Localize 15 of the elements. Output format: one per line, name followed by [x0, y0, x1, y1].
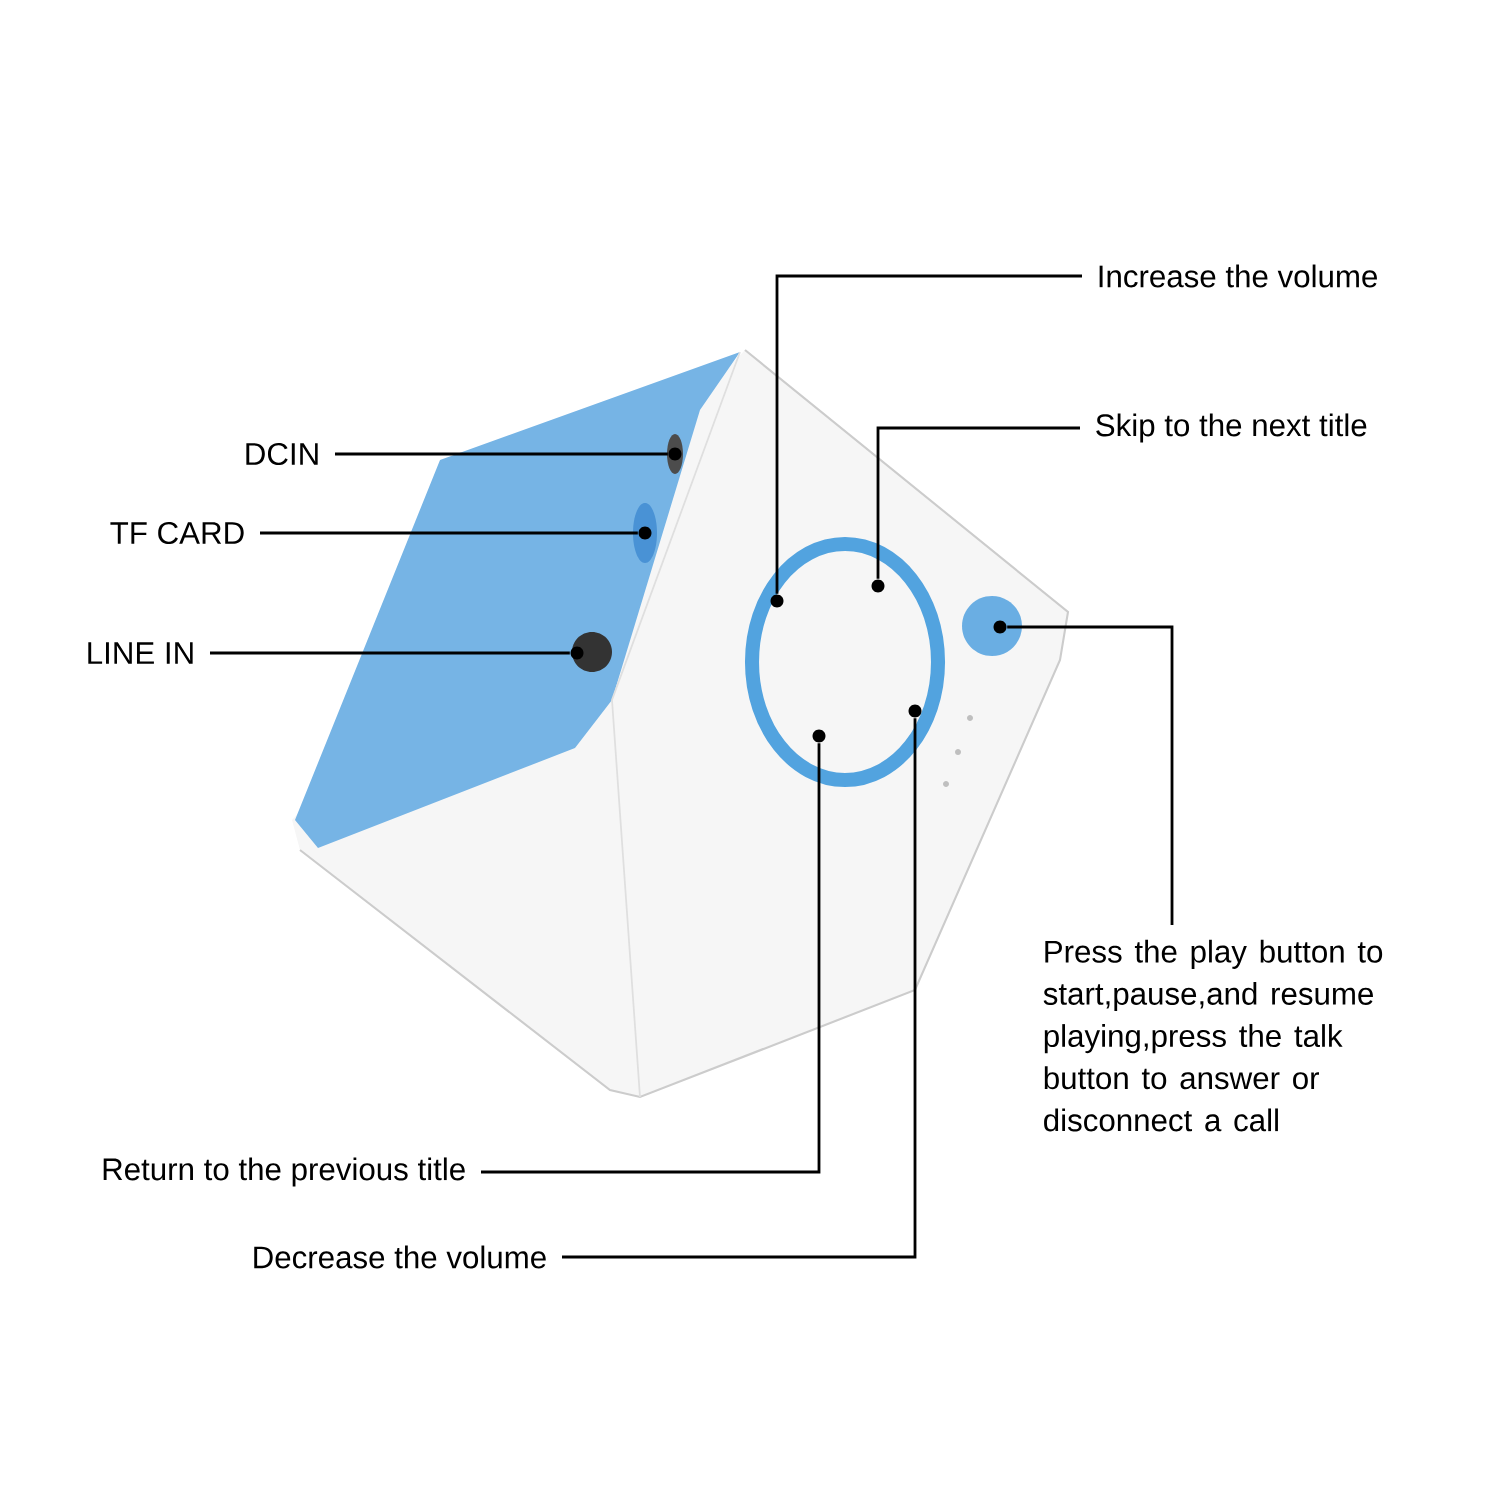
callout-text: Decrease the volume [254, 1245, 546, 1269]
callout-text: LINE IN [88, 642, 193, 664]
callout-text: Skip to the next title [1096, 413, 1367, 443]
leader-line [1007, 625, 1174, 925]
callout-text: Increase the volume [1099, 264, 1377, 288]
leader-line [335, 452, 668, 456]
leader-line [562, 718, 917, 1259]
callout-text: DCIN [246, 442, 318, 466]
leader-line [775, 274, 1082, 594]
leader-line [876, 426, 1080, 579]
leader-line [260, 531, 638, 535]
callout-text: Press the play button to start,pause,and resume playing,press the talk button to answer or disconnect a call [1043, 939, 1383, 1132]
leader-line [481, 743, 821, 1174]
callout-text: TF CARD [110, 521, 244, 545]
callout-text: Return to the previous title [103, 1157, 465, 1187]
